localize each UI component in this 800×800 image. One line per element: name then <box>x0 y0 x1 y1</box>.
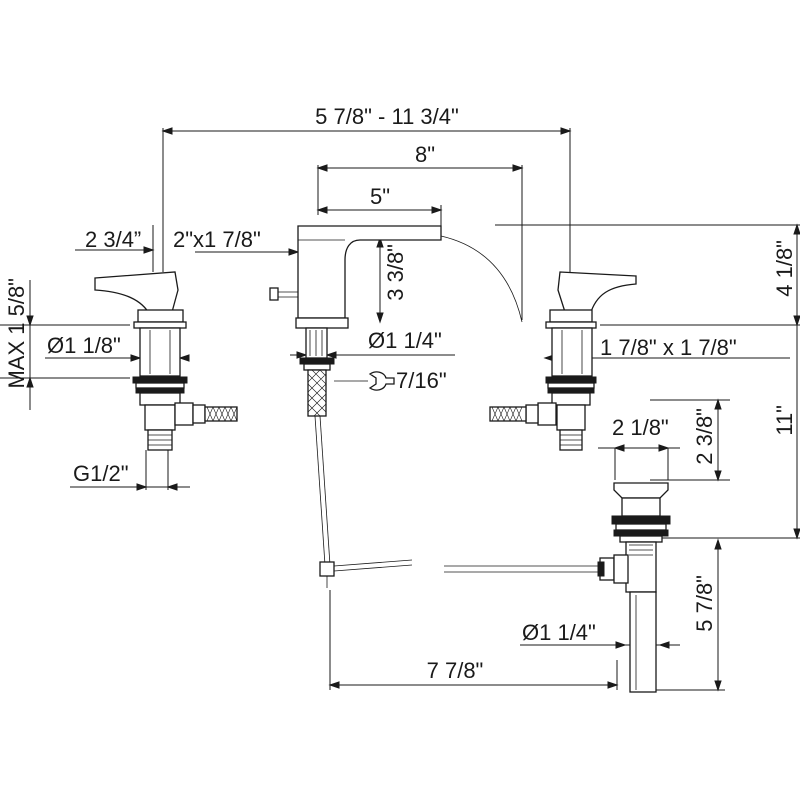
handle-height-label: 4 1/8" <box>772 240 797 297</box>
center-spread-label: 8" <box>415 142 435 167</box>
spout-base-label: 2"x1 7/8" <box>173 227 261 252</box>
center-spout <box>269 225 442 588</box>
drain-cap-height-label: 2 3/8" <box>692 408 717 465</box>
spout-height-label: 3 3/8" <box>383 244 408 301</box>
dimension-lines <box>0 127 800 692</box>
drain-rod-length-label: 7 7/8" <box>427 658 484 683</box>
wrench-size-label: 7/16" <box>396 368 447 393</box>
pop-up-drain <box>444 482 671 693</box>
drain-tail-dia-label: Ø1 1/4" <box>522 620 596 645</box>
handle-shank-dia-label: Ø1 1/8" <box>47 333 121 358</box>
left-handle-valve <box>94 271 238 451</box>
spout-shank-dia-label: Ø1 1/4" <box>368 328 442 353</box>
drain-cap-dia-label: 2 1/8" <box>612 415 669 440</box>
inlet-thread-label: G1/2" <box>73 461 129 486</box>
drain-tail-length-label: 5 7/8" <box>692 575 717 632</box>
overall-spread-label: 5 7/8" - 11 3/4" <box>315 104 459 129</box>
max-deck-label: MAX 1 5/8" <box>4 278 29 389</box>
wrench-icon <box>360 371 395 391</box>
handle-base-label: 1 7/8" x 1 7/8" <box>600 335 737 360</box>
dimension-labels: 5 7/8" - 11 3/4" 8" 5" 2 3/4” 2"x1 7/8" … <box>4 104 797 683</box>
handle-width-label: 2 3/4” <box>85 227 141 252</box>
right-handle-valve <box>489 271 637 451</box>
water-flow-arc <box>440 235 523 323</box>
spout-reach-label: 5" <box>370 184 390 209</box>
faucet-to-drain-label: 11" <box>772 405 797 436</box>
